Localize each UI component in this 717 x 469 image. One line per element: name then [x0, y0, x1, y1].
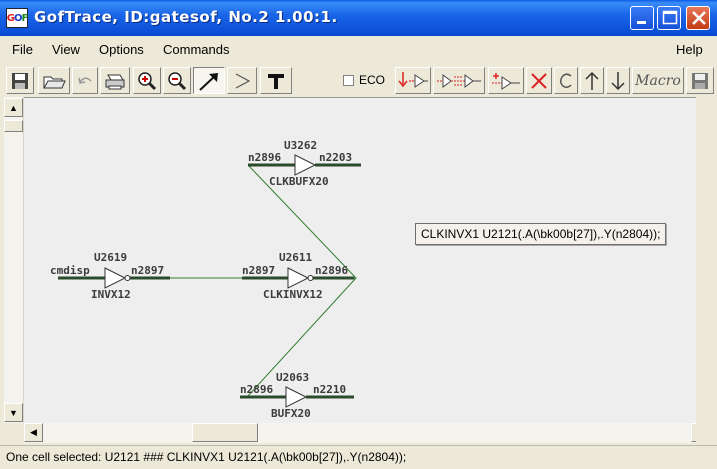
- status-text: One cell selected: U2121 ### CLKINVX1 U2…: [6, 450, 407, 464]
- select-tool-button[interactable]: [193, 67, 225, 94]
- move-down-button[interactable]: [606, 67, 630, 94]
- trace-input-icon: [398, 71, 428, 88]
- input-net-label: n2896: [248, 151, 281, 164]
- floppy-icon: [12, 72, 28, 89]
- minimize-icon: [631, 7, 653, 29]
- eco-checkbox[interactable]: [343, 75, 354, 86]
- horizontal-scrollbar[interactable]: ◀ ▶: [24, 423, 710, 443]
- cell-type: INVX12: [91, 288, 131, 301]
- triangle-up-icon: ▲: [9, 102, 18, 113]
- triangle-down-icon: ▼: [9, 407, 18, 418]
- zoom-out-button[interactable]: [163, 67, 191, 94]
- save-button[interactable]: [6, 67, 34, 94]
- cell-name: U2063: [276, 371, 309, 384]
- macro-button[interactable]: Macro: [632, 67, 684, 94]
- move-up-button[interactable]: [580, 67, 604, 94]
- buffer-gate-symbol: [285, 386, 308, 408]
- cell-u2611[interactable]: U2611 n2897 n2896 CLKINVX12: [242, 251, 354, 301]
- minimize-button[interactable]: [630, 6, 654, 30]
- schematic-drawing: U3262 n2896 n2203 CLKBUFX20 U2619 cmdisp…: [50, 139, 361, 420]
- menu-file[interactable]: File: [12, 42, 33, 57]
- printer-icon: [105, 74, 125, 89]
- logo-letter-g: G: [6, 12, 15, 24]
- cell-type: CLKINVX12: [263, 288, 323, 301]
- delete-x-icon: [531, 72, 547, 89]
- zoom-out-icon: [168, 71, 187, 90]
- inverter-gate-symbol: [104, 267, 127, 289]
- inverter-gate-symbol: [287, 267, 310, 289]
- scroll-up-button[interactable]: ▲: [4, 98, 23, 117]
- clear-c-icon: [559, 73, 572, 88]
- input-net-label: cmdisp: [50, 264, 90, 277]
- triangle-left-icon: ◀: [30, 427, 37, 437]
- arrow-pointer-icon: [199, 72, 218, 91]
- undo-button[interactable]: [72, 67, 98, 94]
- cell-type: BUFX20: [271, 407, 311, 420]
- cell-u2619[interactable]: U2619 cmdisp n2897 INVX12: [50, 251, 170, 301]
- cell-name: U2619: [94, 251, 127, 264]
- open-folder-icon: [43, 76, 66, 88]
- logo-letter-o: O: [13, 12, 22, 24]
- logo-letter-f: F: [21, 12, 28, 24]
- trace-path-button[interactable]: [433, 67, 485, 94]
- text-tool-icon: [268, 73, 284, 89]
- cell-info-tooltip: CLKINVX1 U2121(.A(\bk00b[27]),.Y(n2804))…: [415, 223, 667, 245]
- arrow-up-icon: [585, 71, 599, 90]
- zoom-in-icon: [138, 71, 157, 90]
- schematic-canvas[interactable]: U3262 n2896 n2203 CLKBUFX20 U2619 cmdisp…: [4, 97, 696, 423]
- save-disk-icon: [692, 72, 708, 89]
- output-net-label: n2210: [313, 383, 346, 396]
- maximize-icon: [658, 7, 680, 29]
- print-button[interactable]: [100, 67, 130, 94]
- close-icon: [687, 7, 709, 29]
- output-net-label: n2897: [131, 264, 164, 277]
- cell-name: U3262: [284, 139, 317, 152]
- trace-tool-button[interactable]: [227, 67, 257, 94]
- add-gate-button[interactable]: [488, 67, 524, 94]
- menu-bar: File View Options Commands Help: [0, 36, 717, 64]
- text-tool-button[interactable]: [260, 67, 292, 94]
- cell-u2063[interactable]: U2063 n2896 n2210 BUFX20: [240, 371, 354, 420]
- cell-type: CLKBUFX20: [269, 175, 329, 188]
- vertical-scroll-thumb[interactable]: [4, 120, 23, 132]
- trace-path-icon: [437, 73, 481, 88]
- close-button[interactable]: [686, 6, 710, 30]
- output-net-label: n2203: [319, 151, 352, 164]
- save-macro-button[interactable]: [686, 67, 714, 94]
- inverter-bubble: [307, 275, 314, 281]
- input-net-label: n2897: [242, 264, 275, 277]
- maximize-button[interactable]: [657, 6, 681, 30]
- open-button[interactable]: [38, 67, 70, 94]
- buffer-arrow-icon: [235, 72, 251, 89]
- toolbar: ECO Macro: [0, 64, 717, 96]
- macro-label: Macro: [635, 72, 681, 89]
- output-net-label: n2896: [315, 264, 348, 277]
- undo-arrow-icon: [78, 77, 92, 84]
- buffer-gate-symbol: [294, 154, 317, 176]
- scroll-left-button[interactable]: ◀: [24, 423, 43, 442]
- inverter-bubble: [124, 275, 131, 281]
- eco-label: ECO: [359, 73, 386, 87]
- window-title: GofTrace, ID:gatesof, No.2 1.00:1.: [34, 8, 338, 26]
- add-gate-icon: [492, 72, 520, 90]
- cell-name: U2611: [279, 251, 312, 264]
- scroll-down-button[interactable]: ▼: [4, 403, 23, 422]
- menu-options[interactable]: Options: [99, 42, 144, 57]
- arrow-down-icon: [611, 71, 625, 90]
- input-net-label: n2896: [240, 383, 273, 396]
- delete-button[interactable]: [526, 67, 552, 94]
- vertical-scrollbar[interactable]: ▲ ▼: [4, 97, 24, 423]
- menu-help[interactable]: Help: [676, 42, 703, 57]
- horizontal-scroll-thumb[interactable]: [192, 423, 258, 442]
- status-bar: One cell selected: U2121 ### CLKINVX1 U2…: [0, 445, 717, 469]
- menu-commands[interactable]: Commands: [163, 42, 230, 57]
- trace-input-button[interactable]: [395, 67, 431, 94]
- clear-button[interactable]: [554, 67, 578, 94]
- right-margin: [696, 97, 717, 443]
- zoom-in-button[interactable]: [133, 67, 161, 94]
- menu-view[interactable]: View: [52, 42, 80, 57]
- cell-u3262[interactable]: U3262 n2896 n2203 CLKBUFX20: [248, 139, 361, 188]
